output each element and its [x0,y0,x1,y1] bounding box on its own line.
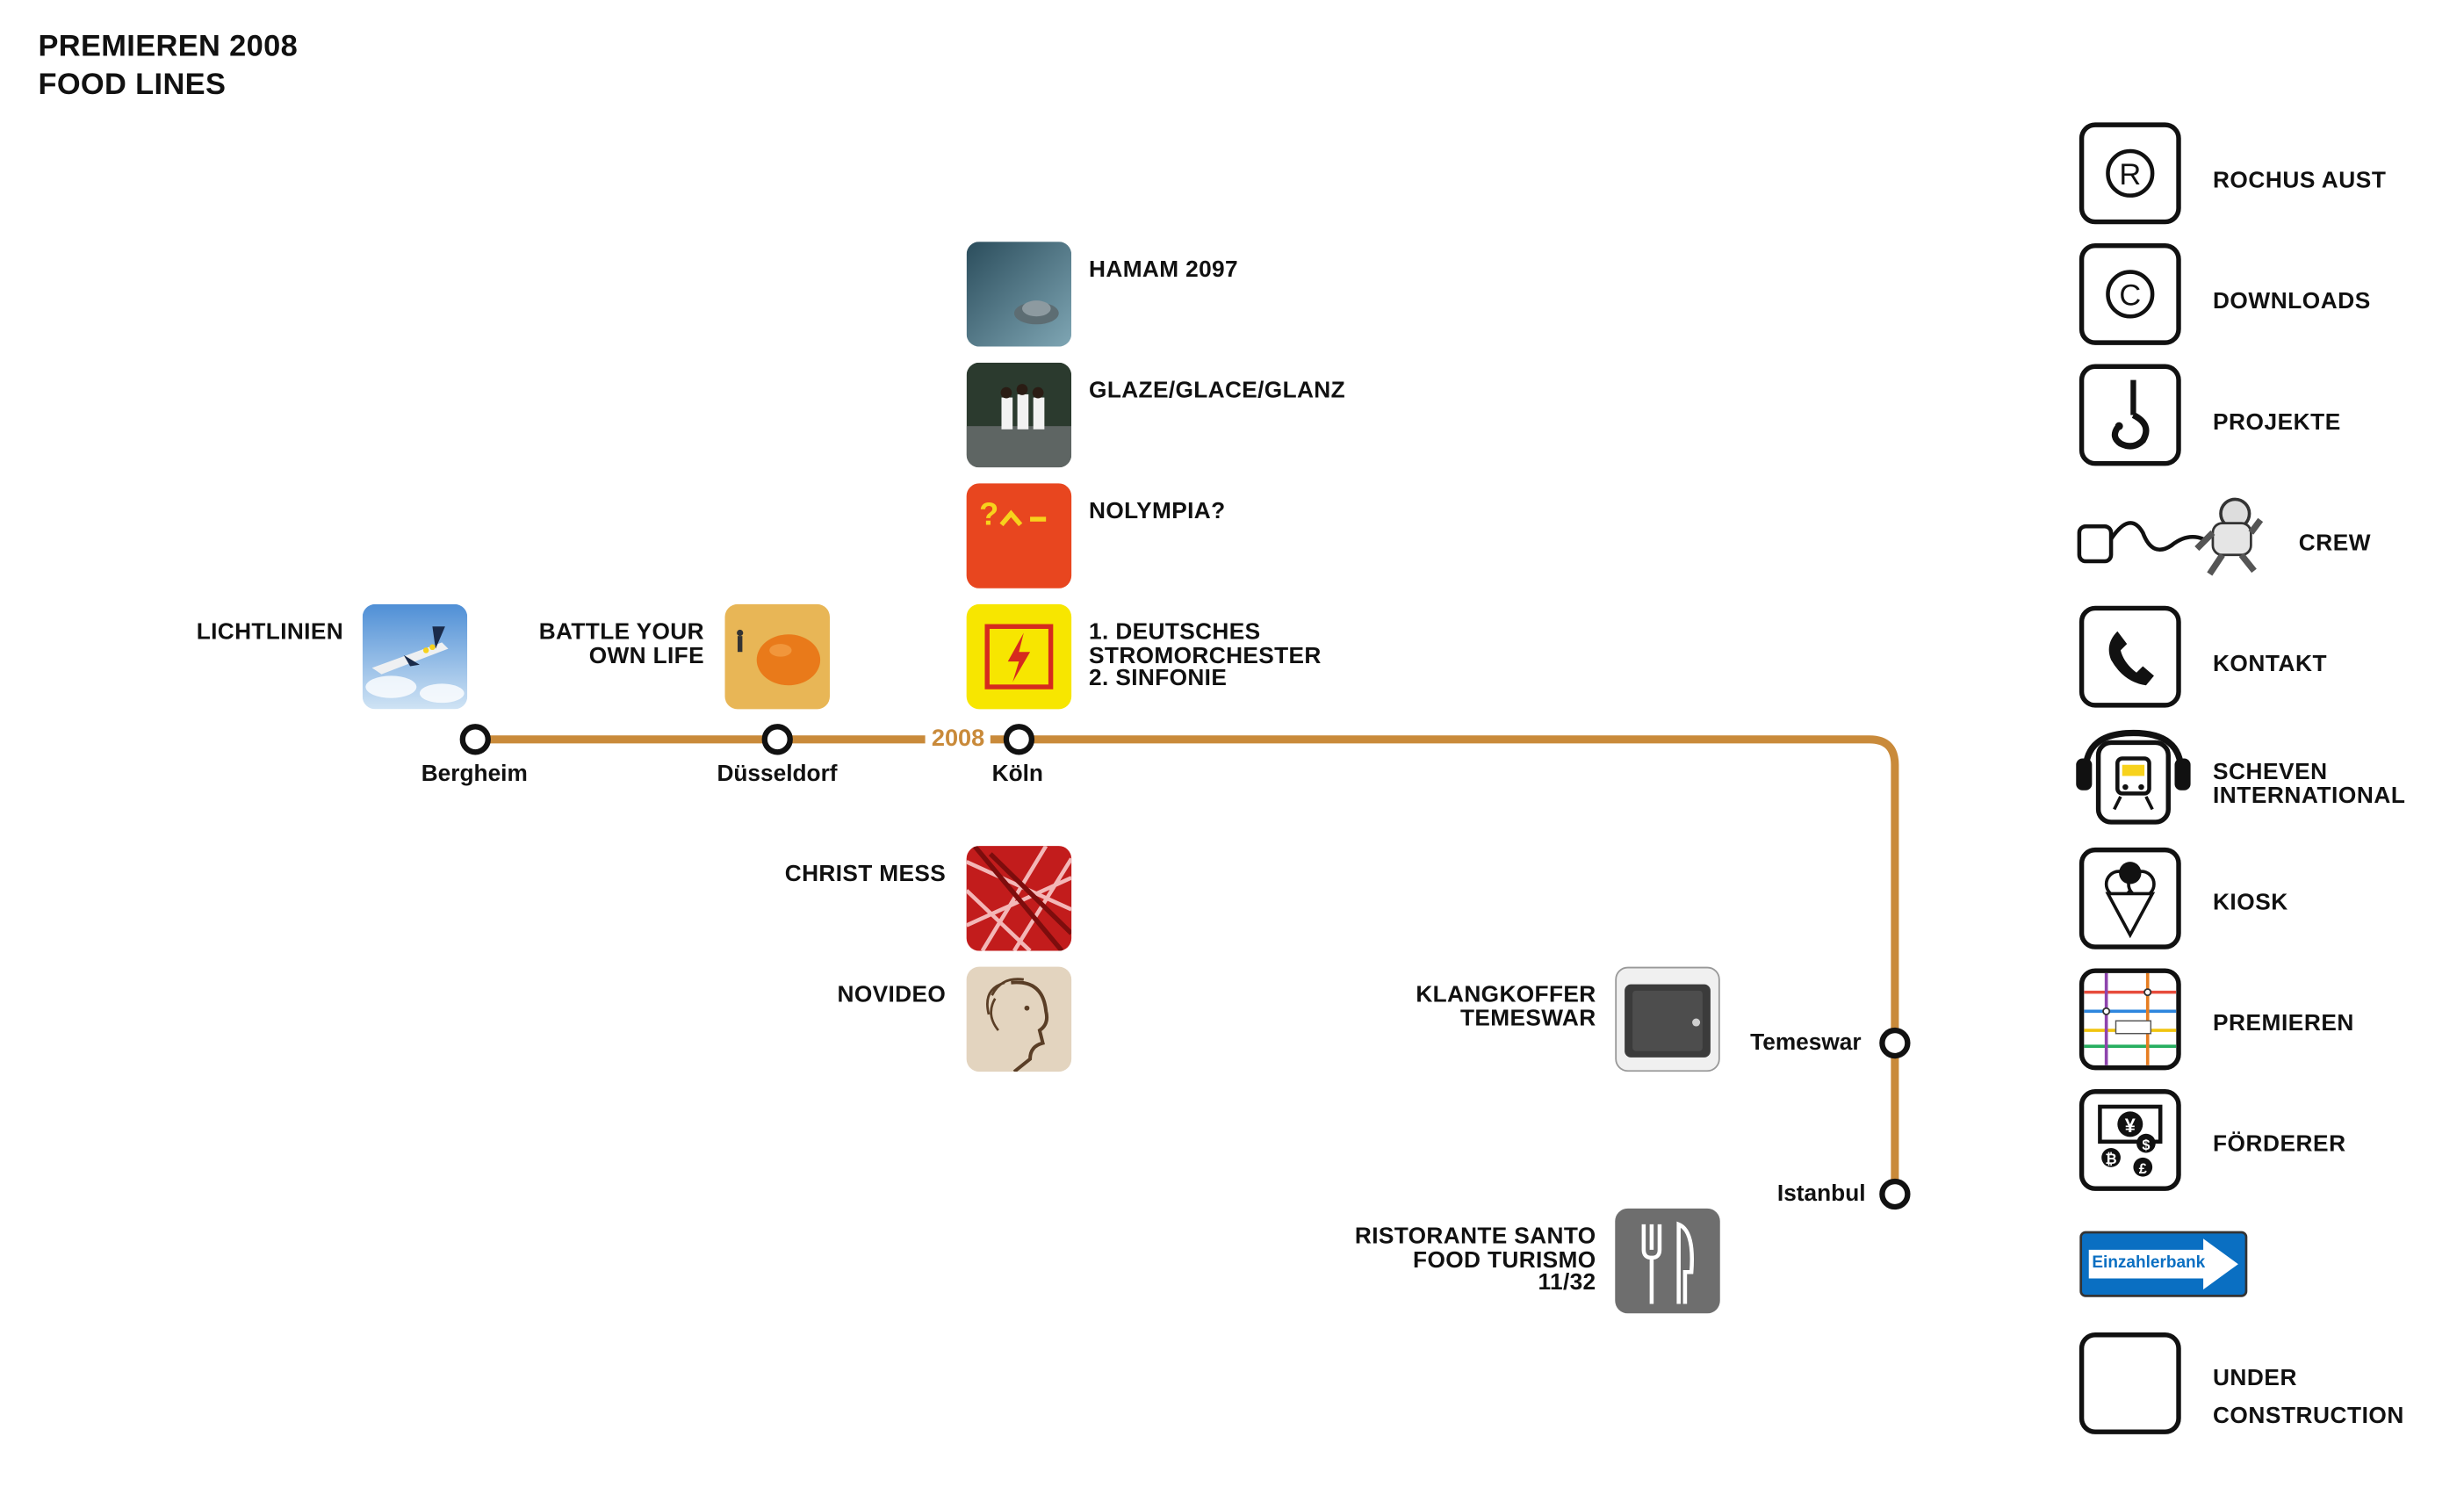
premiere-nolympia[interactable]: NOLYMPIA? [1089,499,1226,525]
premiere-stromorchester[interactable]: 1. DEUTSCHES STROMORCHESTER 2. SINFONIE [1089,620,1322,692]
premiere-christ-mess[interactable]: CHRIST MESS [784,862,947,888]
battle-thumbnail[interactable] [724,603,830,710]
nav-foerderer-label[interactable]: FÖRDERER [2212,1131,2346,1158]
premiere-lichtlinien[interactable]: LICHTLINIEN [196,620,344,646]
nav-under-construction-label[interactable]: UNDER CONSTRUCTION [2212,1366,2404,1430]
nav-crew-label[interactable]: CREW [2298,531,2372,557]
ice-cream-icon [2104,862,2156,939]
nav-downloads-label[interactable]: DOWNLOADS [2212,289,2371,315]
title-line-1: PREMIEREN 2008 [38,30,299,64]
nav-projekte-label[interactable]: PROJEKTE [2212,410,2341,437]
premiere-battle[interactable]: BATTLE YOUR OWN LIFE [538,620,704,669]
nav-premieren-button[interactable] [2079,968,2181,1071]
klangkoffer-thumbnail[interactable] [1615,966,1720,1072]
ristorante-thumbnail[interactable] [1615,1208,1720,1314]
nav-crew-button[interactable] [2076,485,2266,587]
nav-kiosk-button[interactable] [2079,847,2181,949]
premiere-hamam[interactable]: HAMAM 2097 [1089,257,1238,284]
station-marker-duesseldorf[interactable] [761,724,793,755]
nav-scheven-button[interactable] [2073,724,2194,828]
christ-mess-thumbnail[interactable] [966,846,1072,951]
station-marker-temeswar[interactable] [1879,1027,1911,1059]
hook-icon [2111,379,2150,450]
svg-text:£: £ [2139,1161,2147,1177]
headphones-train-icon [2076,729,2191,825]
station-koeln[interactable]: Köln [991,762,1043,788]
station-temeswar[interactable]: Temeswar [1750,1030,1862,1057]
einzahlerbank-sign-button[interactable]: Einzahlerbank [2079,1231,2248,1297]
registered-icon: R [2106,148,2155,198]
stromorchester-thumbnail[interactable] [966,603,1072,710]
nav-scheven-label[interactable]: SCHEVEN INTERNATIONAL [2212,760,2406,809]
transit-map-icon [2084,972,2177,1065]
nav-under-construction-button[interactable] [2079,1332,2181,1434]
currency-icon: ¥ $ ₿ £ [2098,1104,2163,1177]
station-bergheim[interactable]: Bergheim [421,762,528,788]
station-marker-koeln[interactable] [1003,724,1035,755]
premiere-glaze[interactable]: GLAZE/GLACE/GLANZ [1089,378,1346,404]
station-istanbul[interactable]: Istanbul [1776,1181,1866,1208]
page-title: PREMIEREN 2008 FOOD LINES [38,29,298,105]
title-line-2: FOOD LINES [38,68,227,102]
nolympia-thumbnail[interactable]: ? [966,483,1072,588]
station-marker-bergheim[interactable] [459,724,491,755]
copyright-icon: C [2106,270,2155,319]
year-label: 2008 [925,725,991,753]
premiere-klangkoffer[interactable]: KLANGKOFFER TEMESWAR [1416,982,1596,1031]
svg-text:₿: ₿ [2105,1152,2116,1167]
station-duesseldorf[interactable]: Düsseldorf [717,762,838,788]
nav-downloads-button[interactable]: C [2079,242,2181,345]
nav-kiosk-label[interactable]: KIOSK [2212,890,2288,916]
nav-projekte-button[interactable] [2079,364,2181,466]
svg-text:¥: ¥ [2125,1115,2136,1137]
nav-rochus-aust-button[interactable]: R [2079,122,2181,225]
fork-knife-icon [1641,1221,1694,1304]
premiere-ristorante[interactable]: RISTORANTE SANTO FOOD TURISMO 11/32 [1354,1224,1596,1296]
glaze-thumbnail[interactable] [966,362,1072,468]
einzahlerbank-label: Einzahlerbank [2092,1253,2206,1273]
svg-text:?: ? [979,495,998,531]
svg-text:$: $ [2142,1137,2150,1153]
nav-kontakt-label[interactable]: KONTAKT [2212,652,2328,678]
svg-text:C: C [2119,279,2141,313]
transit-line [475,735,1899,1195]
nav-rochus-aust-label[interactable]: ROCHUS AUST [2212,168,2387,194]
nav-kontakt-button[interactable] [2079,605,2181,708]
nav-premieren-label[interactable]: PREMIEREN [2212,1011,2354,1037]
astronaut-icon [2077,497,2264,576]
nav-foerderer-button[interactable]: ¥ $ ₿ £ [2079,1089,2181,1191]
hamam-thumbnail[interactable] [966,242,1072,347]
svg-text:R: R [2119,158,2141,191]
station-marker-istanbul[interactable] [1879,1178,1911,1210]
premiere-novideo[interactable]: NOVIDEO [837,982,947,1008]
one-way-arrow-icon [2079,1231,2248,1297]
lichtlinien-thumbnail[interactable] [362,603,468,710]
phone-icon [2108,631,2154,686]
novideo-thumbnail[interactable] [966,966,1072,1072]
